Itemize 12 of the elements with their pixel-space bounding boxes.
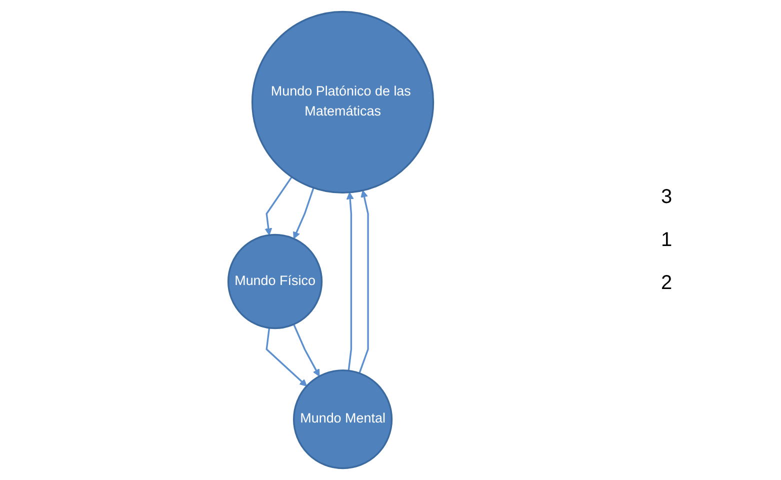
callout-number: 2 bbox=[661, 272, 674, 294]
arrow bbox=[346, 192, 354, 371]
node-circle: Mundo Físico bbox=[227, 234, 322, 330]
arrow bbox=[292, 188, 314, 240]
callout-number: 1 bbox=[661, 228, 674, 252]
arrow bbox=[265, 328, 307, 386]
arrow bbox=[358, 190, 369, 374]
node-circle: Mundo Platónico de las Matemáticas bbox=[251, 10, 434, 194]
node-circle: Mundo Mental bbox=[292, 369, 392, 470]
arrow bbox=[264, 176, 292, 236]
arrow bbox=[292, 324, 320, 377]
callout-number: 3 bbox=[661, 186, 674, 208]
